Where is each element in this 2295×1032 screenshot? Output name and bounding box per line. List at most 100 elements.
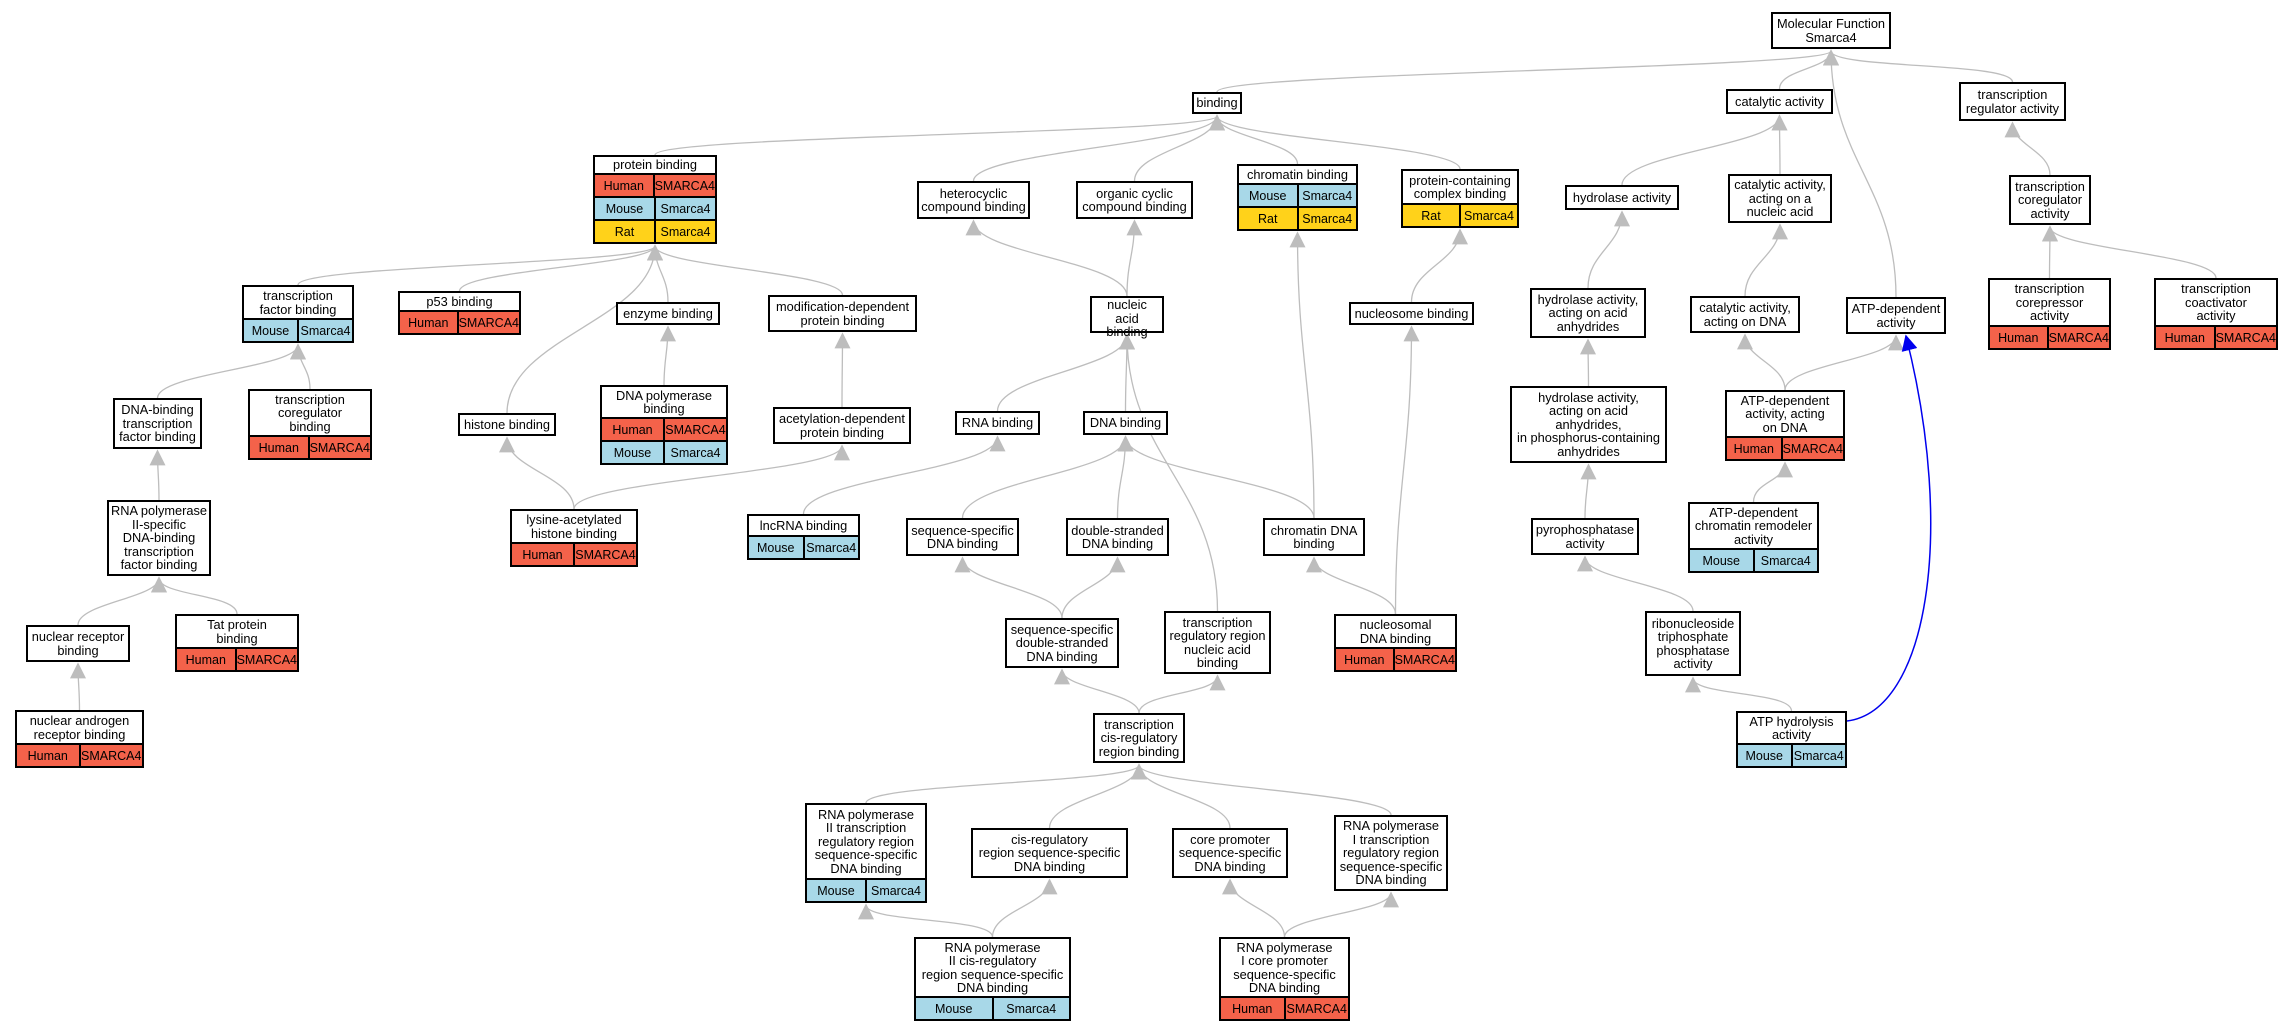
- gene-symbol: Smarca4: [802, 537, 859, 558]
- node-dsdna[interactable]: double-stranded DNA binding: [1066, 518, 1169, 556]
- node-nucleosome[interactable]: nucleosome binding: [1349, 302, 1474, 325]
- node-nuclear-receptor[interactable]: nuclear receptor binding: [26, 625, 130, 662]
- node-trr[interactable]: transcription regulatory region nucleic …: [1164, 611, 1271, 674]
- node-ssdna[interactable]: sequence-specific DNA binding: [906, 518, 1019, 556]
- node-label: catalytic activity, acting on DNA: [1699, 300, 1791, 329]
- species-name: Human: [408, 315, 449, 330]
- node-label: RNA polymerase II transcription regulato…: [814, 806, 918, 876]
- node-tcra[interactable]: transcription coregulator activity: [2009, 175, 2091, 225]
- node-cis-ss[interactable]: cis-regulatory region sequence-specific …: [971, 828, 1128, 878]
- node-rna-binding[interactable]: RNA binding: [955, 411, 1040, 435]
- node-enzyme[interactable]: enzyme binding: [616, 302, 720, 325]
- species-name: Human: [2164, 330, 2205, 345]
- edge: [573, 444, 850, 510]
- node-rnap1-core[interactable]: RNA polymerase I core promoter sequence-…: [1219, 937, 1350, 1021]
- node-atp-remodeler[interactable]: ATP-dependent chromatin remodeler activi…: [1688, 502, 1819, 573]
- node-rntp[interactable]: ribonucleoside triphosphate phosphatase …: [1645, 611, 1741, 676]
- species-name: Human: [612, 422, 653, 437]
- gene-symbol: SMARCA4: [1780, 438, 1843, 459]
- node-hydrolase[interactable]: hydrolase activity: [1565, 185, 1679, 210]
- gene-symbol: SMARCA4: [456, 312, 519, 333]
- node-hydro-anh[interactable]: hydrolase activity, acting on acid anhyd…: [1530, 288, 1646, 338]
- node-label: transcription corepressor activity: [2014, 281, 2085, 324]
- node-label: organic cyclic compound binding: [1082, 185, 1187, 214]
- node-label: double-stranded DNA binding: [1071, 522, 1164, 551]
- node-catalytic[interactable]: catalytic activity: [1726, 89, 1833, 114]
- node-hydro-phos[interactable]: hydrolase activity, acting on acid anhyd…: [1510, 386, 1667, 463]
- node-heterocyclic[interactable]: heterocyclic compound binding: [917, 181, 1030, 219]
- edge: [2042, 225, 2217, 279]
- node-rnap2-trr[interactable]: RNA polymerase II transcription regulato…: [805, 803, 927, 903]
- node-organic-cyclic[interactable]: organic cyclic compound binding: [1076, 181, 1193, 219]
- node-cat-nucleic[interactable]: catalytic activity, acting on a nucleic …: [1728, 174, 1832, 223]
- node-label: RNA polymerase I core promoter sequence-…: [1233, 939, 1336, 995]
- node-label: core promoter sequence-specific DNA bind…: [1178, 831, 1282, 874]
- node-label: Tat protein binding: [207, 617, 267, 646]
- node-label: heterocyclic compound binding: [921, 185, 1026, 214]
- node-rnap2-cis[interactable]: RNA polymerase II cis-regulatory region …: [914, 937, 1071, 1021]
- node-ss-ds[interactable]: sequence-specific double-stranded DNA bi…: [1005, 618, 1119, 668]
- node-tcis[interactable]: transcription cis-regulatory region bind…: [1093, 713, 1185, 763]
- node-pyrophos[interactable]: pyrophosphatase activity: [1531, 518, 1639, 555]
- node-label: p53 binding: [426, 293, 493, 309]
- species-name: Rat: [614, 224, 635, 239]
- node-label: transcription cis-regulatory region bind…: [1098, 716, 1180, 759]
- node-tra[interactable]: transcription regulator activity: [1959, 82, 2066, 121]
- node-label: DNA binding: [1089, 415, 1162, 431]
- node-label: hydrolase activity, acting on acid anhyd…: [1517, 389, 1660, 459]
- node-label: hydrolase activity, acting on acid anhyd…: [1537, 291, 1639, 334]
- node-acetyldep[interactable]: acetylation-dependent protein binding: [773, 407, 911, 444]
- node-nucleic-acid[interactable]: nucleic acid binding: [1090, 296, 1164, 338]
- node-binding[interactable]: binding: [1192, 92, 1242, 114]
- edge: [802, 435, 1006, 515]
- node-mf[interactable]: Molecular Function Smarca4: [1771, 12, 1891, 49]
- node-dbtfb[interactable]: DNA-binding transcription factor binding: [113, 398, 202, 449]
- node-rnap1-trr[interactable]: RNA polymerase I transcription regulator…: [1334, 815, 1448, 891]
- species-name: Mouse: [251, 323, 290, 338]
- node-label: transcription coregulator activity: [2015, 178, 2085, 221]
- edge: [1587, 210, 1630, 289]
- node-chromatin-dna[interactable]: chromatin DNA binding: [1263, 518, 1365, 556]
- node-core-promoter[interactable]: core promoter sequence-specific DNA bind…: [1172, 828, 1288, 878]
- species-name: Human: [522, 547, 563, 562]
- node-histone[interactable]: histone binding: [458, 413, 556, 436]
- edge: [965, 219, 1128, 297]
- node-moddep[interactable]: modification-dependent protein binding: [768, 295, 917, 332]
- species-name: Mouse: [613, 445, 652, 460]
- species-name: Mouse: [756, 540, 795, 555]
- edge: [1131, 763, 1231, 829]
- node-label: catalytic activity: [1735, 93, 1824, 109]
- node-dna-binding[interactable]: DNA binding: [1083, 411, 1168, 435]
- edge: [865, 763, 1147, 804]
- edge: [1737, 333, 1786, 391]
- gene-symbol: SMARCA4: [234, 649, 297, 670]
- gene-symbol: SMARCA4: [2046, 327, 2109, 348]
- node-cat-dna[interactable]: catalytic activity, acting on DNA: [1690, 296, 1800, 333]
- edge: [1209, 114, 1461, 170]
- node-atpdep[interactable]: ATP-dependent activity: [1846, 297, 1946, 334]
- node-rnap2-dbtfb[interactable]: RNA polymerase II-specific DNA-binding t…: [107, 500, 211, 576]
- edge: [1126, 219, 1143, 297]
